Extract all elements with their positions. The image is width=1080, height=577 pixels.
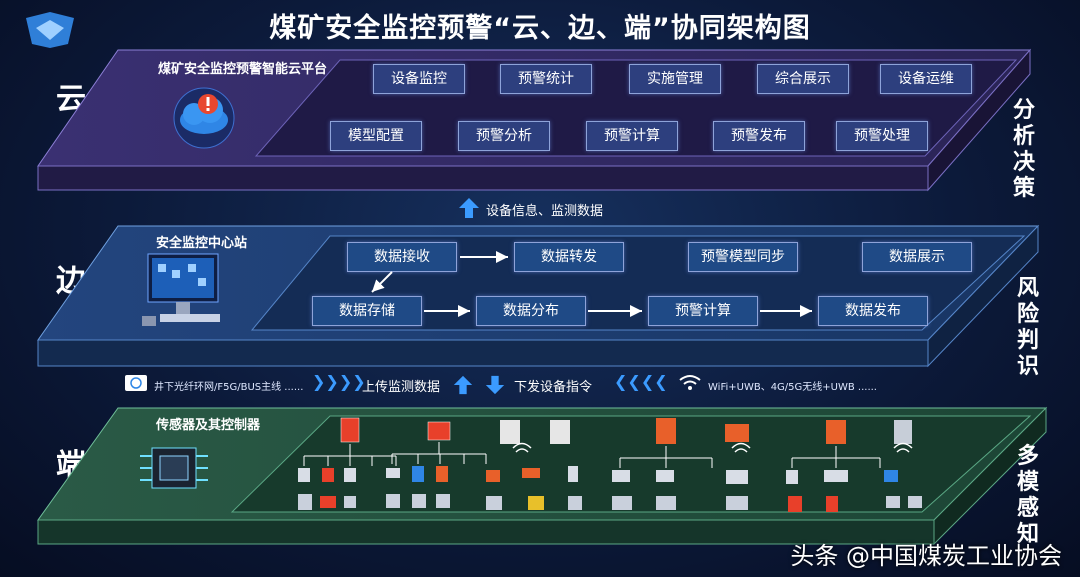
- chevrons-left-icon: ❮❮❮❮: [614, 372, 668, 391]
- controller-7: [826, 420, 846, 444]
- wireless-signal-icon: [731, 442, 751, 453]
- net-right-label: WiFi+UWB、4G/5G无线+UWB ......: [708, 382, 877, 393]
- sensor: [786, 470, 798, 484]
- controller-8: [894, 420, 912, 444]
- download-label: 下发设备指令: [514, 380, 593, 395]
- upload-label: 上传监测数据: [362, 380, 441, 395]
- cloud-box-warning-analysis: 预警分析: [458, 121, 550, 151]
- cloud-alert-icon: [173, 87, 235, 149]
- sensor: [522, 468, 540, 478]
- end-sensor-label: 传感器及其控制器: [156, 418, 261, 433]
- sensor: [298, 468, 310, 482]
- cloud-box-impl-management: 实施管理: [629, 64, 721, 94]
- sensor: [344, 496, 356, 508]
- sensor: [436, 466, 448, 482]
- cloud-slab-side: [927, 48, 1031, 192]
- sensor: [320, 496, 336, 508]
- sensor: [884, 470, 898, 482]
- sensor: [322, 468, 334, 482]
- arrow-down-icon: [485, 375, 505, 395]
- edge-box-data-distribute: 数据分布: [476, 296, 586, 326]
- sensor: [656, 470, 674, 482]
- edge-box-data-forward: 数据转发: [514, 242, 624, 272]
- sensor: [386, 468, 400, 478]
- cloud-box-warning-stats: 预警统计: [500, 64, 592, 94]
- sensor: [436, 494, 450, 508]
- sensor: [824, 470, 848, 482]
- cloud-box-device-monitoring: 设备监控: [373, 64, 465, 94]
- computer-icon: [142, 253, 220, 326]
- controller-4: [550, 420, 570, 444]
- cloud-box-device-ops: 设备运维: [880, 64, 972, 94]
- controller-5: [656, 418, 676, 444]
- sensor: [298, 494, 312, 510]
- edge-box-data-display: 数据展示: [862, 242, 972, 272]
- sensor: [886, 496, 900, 508]
- edge-right-label: 风 险 判 识: [1016, 276, 1039, 379]
- cloud-box-warning-release: 预警发布: [713, 121, 805, 151]
- edge-box-warning-calc: 预警计算: [648, 296, 758, 326]
- sensor: [612, 470, 630, 482]
- chip-icon: [140, 447, 208, 489]
- logo-icon: [26, 12, 74, 48]
- cloud-edge-link-label: 设备信息、监测数据: [486, 204, 604, 219]
- sensor: [412, 466, 424, 482]
- chevrons-right-icon: ❯❯❯❯: [312, 372, 366, 391]
- wireless-signal-icon: [893, 442, 913, 453]
- cloud-box-comprehensive-display: 综合展示: [757, 64, 849, 94]
- sensor: [386, 494, 400, 508]
- controller-6: [725, 424, 749, 442]
- controller-1: [340, 417, 360, 443]
- cloud-right-label: 分 析 决 策: [1012, 98, 1035, 201]
- sensor: [908, 496, 922, 508]
- sensor: [788, 496, 802, 512]
- cloud-box-warning-calc: 预警计算: [586, 121, 678, 151]
- sensor: [344, 468, 356, 482]
- fiber-network-icon: [125, 375, 147, 391]
- sensor: [568, 466, 578, 482]
- edge-slab-side: [927, 224, 1039, 368]
- edge-box-data-store: 数据存储: [312, 296, 422, 326]
- sensor: [528, 496, 544, 510]
- controller-3: [500, 420, 520, 444]
- edge-box-data-receive: 数据接收: [347, 242, 457, 272]
- watermark: 头条 @中国煤炭工业协会: [790, 542, 1062, 570]
- edge-box-model-sync: 预警模型同步: [688, 242, 798, 272]
- controller-2: [427, 421, 451, 441]
- sensor: [826, 496, 838, 512]
- arrow-up-icon: [459, 198, 479, 218]
- cloud-box-warning-handling: 预警处理: [836, 121, 928, 151]
- edge-box-data-publish: 数据发布: [818, 296, 928, 326]
- edge-station-label: 安全监控中心站: [156, 236, 248, 251]
- sensor: [726, 496, 748, 510]
- sensor: [486, 470, 500, 482]
- sensor: [486, 496, 502, 510]
- end-slab-side: [933, 406, 1047, 546]
- end-right-label: 多 模 感 知: [1016, 444, 1039, 547]
- cloud-box-model-config: 模型配置: [330, 121, 422, 151]
- sensor: [568, 496, 582, 510]
- arrow-up-icon-2: [453, 375, 473, 395]
- wifi-icon: [679, 375, 701, 390]
- sensor: [412, 494, 426, 508]
- wireless-signal-icon: [512, 442, 532, 453]
- sensor: [612, 496, 632, 510]
- sensor: [656, 496, 676, 510]
- sensor: [726, 470, 748, 484]
- cloud-platform-label: 煤矿安全监控预警智能云平台: [158, 62, 328, 77]
- page-title: 煤矿安全监控预警“云、边、端”协同架构图: [269, 13, 811, 44]
- net-left-label: 井下光纤环网/F5G/BUS主线 ......: [154, 382, 304, 393]
